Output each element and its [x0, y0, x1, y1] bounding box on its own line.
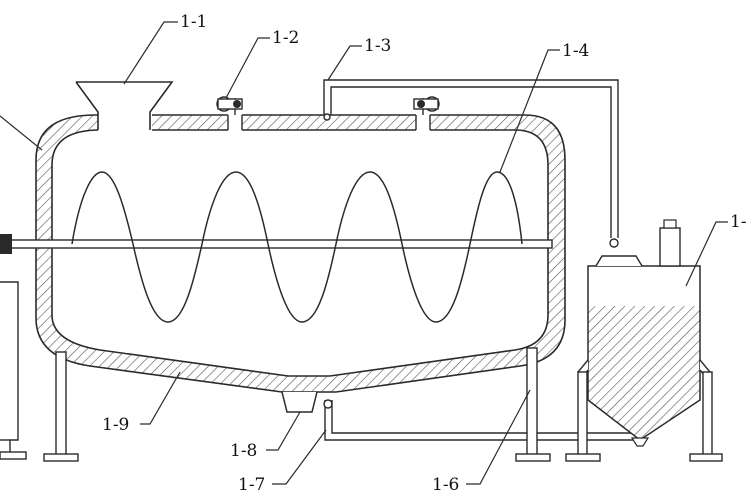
tank-liquid — [588, 306, 700, 440]
leader-1-8 — [266, 411, 301, 451]
hopper-funnel — [75, 81, 174, 130]
shell-jacket-outer — [35, 114, 566, 393]
label-1-8: 1-8 — [230, 441, 257, 461]
shaft-coupling — [0, 234, 12, 254]
support-legs — [43, 347, 551, 462]
label-1-7: 1-7 — [238, 475, 265, 495]
collection-tank — [565, 219, 723, 462]
leader-1-4 — [499, 49, 560, 173]
hopper-opening — [98, 112, 152, 132]
leader-1-7 — [272, 429, 327, 485]
label-1-2: 1-2 — [272, 28, 299, 48]
leader-1-2 — [225, 37, 270, 99]
leader-left-edge — [0, 115, 43, 151]
discharge-outlet — [281, 391, 318, 413]
spiral-agitator — [0, 171, 553, 323]
leader-1-5 — [685, 221, 728, 287]
valve-left — [216, 96, 243, 115]
drain-pipe — [323, 399, 636, 441]
label-1-9: 1-9 — [102, 415, 129, 435]
leader-1-3 — [327, 45, 362, 81]
leader-1-1 — [123, 21, 178, 85]
jacketed-shell — [35, 112, 566, 393]
motor-stand — [0, 281, 27, 460]
label-1-5: 1- — [730, 212, 747, 232]
label-1-3: 1-3 — [364, 36, 391, 56]
label-1-6: 1-6 — [432, 475, 459, 495]
label-1-4: 1-4 — [562, 41, 589, 61]
leader-lines — [0, 21, 728, 485]
tank-body — [587, 265, 701, 441]
leader-1-6 — [466, 389, 531, 485]
label-1-1: 1-1 — [180, 12, 207, 32]
vent-pipe — [323, 79, 619, 248]
feed-hopper — [75, 81, 174, 130]
tank-chimney — [659, 227, 681, 267]
valve-right — [413, 96, 440, 115]
spiral-blade — [71, 171, 523, 323]
labels: 1-1 1-2 1-3 1-4 1- 1-6 1-7 1-8 1-9 — [102, 12, 747, 495]
leader-1-9 — [140, 371, 181, 425]
